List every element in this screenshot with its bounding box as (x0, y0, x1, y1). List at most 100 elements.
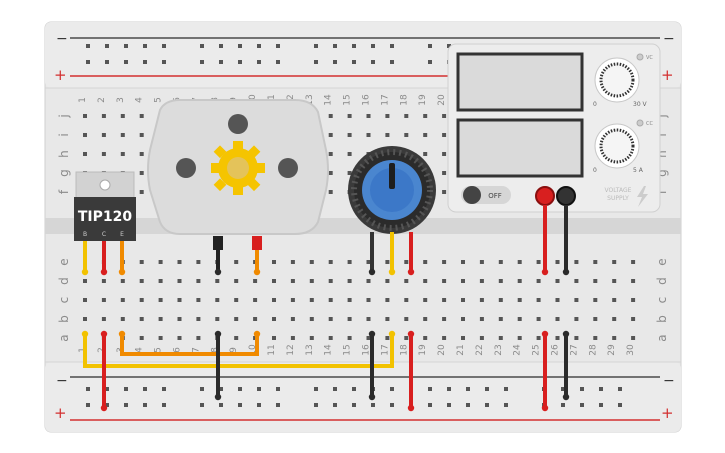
terminal-hole (385, 336, 390, 340)
rail-hole (162, 60, 166, 64)
terminal-hole (309, 260, 314, 264)
column-label: 19 (418, 344, 428, 356)
terminal-hole (536, 336, 541, 340)
rail-hole (276, 44, 280, 48)
rail-hole (314, 44, 318, 48)
rail-hole (447, 44, 451, 48)
terminal-hole (423, 336, 428, 340)
terminal-hole (328, 298, 333, 302)
rail-hole (238, 387, 242, 391)
terminal-hole (631, 298, 636, 302)
terminal-hole (555, 336, 560, 340)
terminal-hole (593, 336, 598, 340)
terminal-hole (366, 317, 371, 321)
transistor-pin-e: E (120, 231, 124, 238)
terminal-hole (442, 260, 447, 264)
column-label: 13 (305, 344, 315, 355)
transistor-pin-c: C (102, 231, 106, 238)
terminal-hole (442, 336, 447, 340)
terminal-hole (120, 133, 125, 137)
row-label: a (655, 334, 669, 341)
rail-hole (333, 60, 337, 64)
terminal-hole (479, 336, 484, 340)
wire-endpoint (368, 330, 376, 338)
voltage-knob[interactable] (594, 57, 640, 103)
brand-line1: VOLTAGE (605, 187, 632, 194)
terminal-hole (328, 279, 333, 283)
orange-wire (120, 334, 259, 356)
rail-hole (447, 387, 451, 391)
terminal-hole (498, 317, 503, 321)
rail-hole (105, 403, 109, 407)
terminal-hole (442, 152, 447, 156)
wire-endpoint (368, 393, 376, 401)
rail-hole (86, 403, 90, 407)
terminal-hole (158, 317, 163, 321)
current-knob-min: 0 (593, 167, 597, 174)
bottom-right-plus-sign: + (661, 404, 674, 422)
terminal-hole (120, 298, 125, 302)
terminal-hole (612, 317, 617, 321)
column-label: 4 (135, 347, 145, 353)
terminal-hole (498, 336, 503, 340)
rail-hole (504, 387, 508, 391)
terminal-hole (120, 152, 125, 156)
terminal-hole (177, 336, 182, 340)
lightning-bolt-icon (637, 186, 648, 207)
terminal-hole (234, 298, 239, 302)
current-knob[interactable] (594, 123, 640, 169)
terminal-hole (479, 260, 484, 264)
column-label: 14 (324, 344, 334, 356)
rail-hole (162, 387, 166, 391)
negative-terminal[interactable] (556, 186, 576, 206)
terminal-hole (347, 152, 352, 156)
terminal-hole (385, 317, 390, 321)
rail-hole (333, 387, 337, 391)
positive-terminal[interactable] (535, 186, 555, 206)
rail-hole (428, 60, 432, 64)
transistor-pin-b: B (83, 231, 87, 238)
column-label: 5 (154, 97, 164, 103)
row-label: h (57, 150, 71, 158)
rail-hole (276, 387, 280, 391)
terminal-hole (272, 279, 276, 283)
wire-endpoint (100, 268, 108, 276)
wire-endpoint (253, 268, 261, 276)
rail-hole (390, 60, 394, 64)
rail-hole (143, 403, 147, 407)
terminal-hole (498, 298, 503, 302)
terminal-hole (631, 260, 636, 264)
rail-hole (219, 60, 223, 64)
terminal-hole (593, 260, 598, 264)
rail-hole (352, 403, 356, 407)
cc-indicator-label: CC (646, 121, 653, 127)
terminal-hole (290, 336, 295, 340)
rail-hole (124, 403, 128, 407)
terminal-hole (385, 114, 390, 118)
bottom-right-minus-sign: − (663, 373, 675, 389)
rail-hole (314, 403, 318, 407)
terminal-hole (139, 133, 144, 137)
terminal-hole (404, 298, 409, 302)
terminal-hole (423, 317, 428, 321)
column-label: 15 (343, 344, 353, 355)
voltage-display (456, 52, 584, 112)
rail-hole (333, 403, 337, 407)
rail-hole (200, 403, 204, 407)
rail-hole (257, 44, 261, 48)
row-label: h (655, 150, 669, 158)
wire-endpoint (407, 268, 415, 276)
rail-hole (390, 387, 394, 391)
terminal-hole (574, 260, 579, 264)
terminal-hole (423, 279, 428, 283)
terminal-hole (631, 336, 636, 340)
rail-hole (200, 387, 204, 391)
terminal-hole (517, 336, 522, 340)
rail-hole (390, 403, 394, 407)
rail-hole (371, 44, 375, 48)
power-switch-label: OFF (488, 192, 502, 200)
power-switch[interactable]: OFF (461, 186, 511, 204)
row-label: c (655, 297, 669, 304)
terminal-hole (536, 298, 541, 302)
terminal-hole (479, 298, 484, 302)
